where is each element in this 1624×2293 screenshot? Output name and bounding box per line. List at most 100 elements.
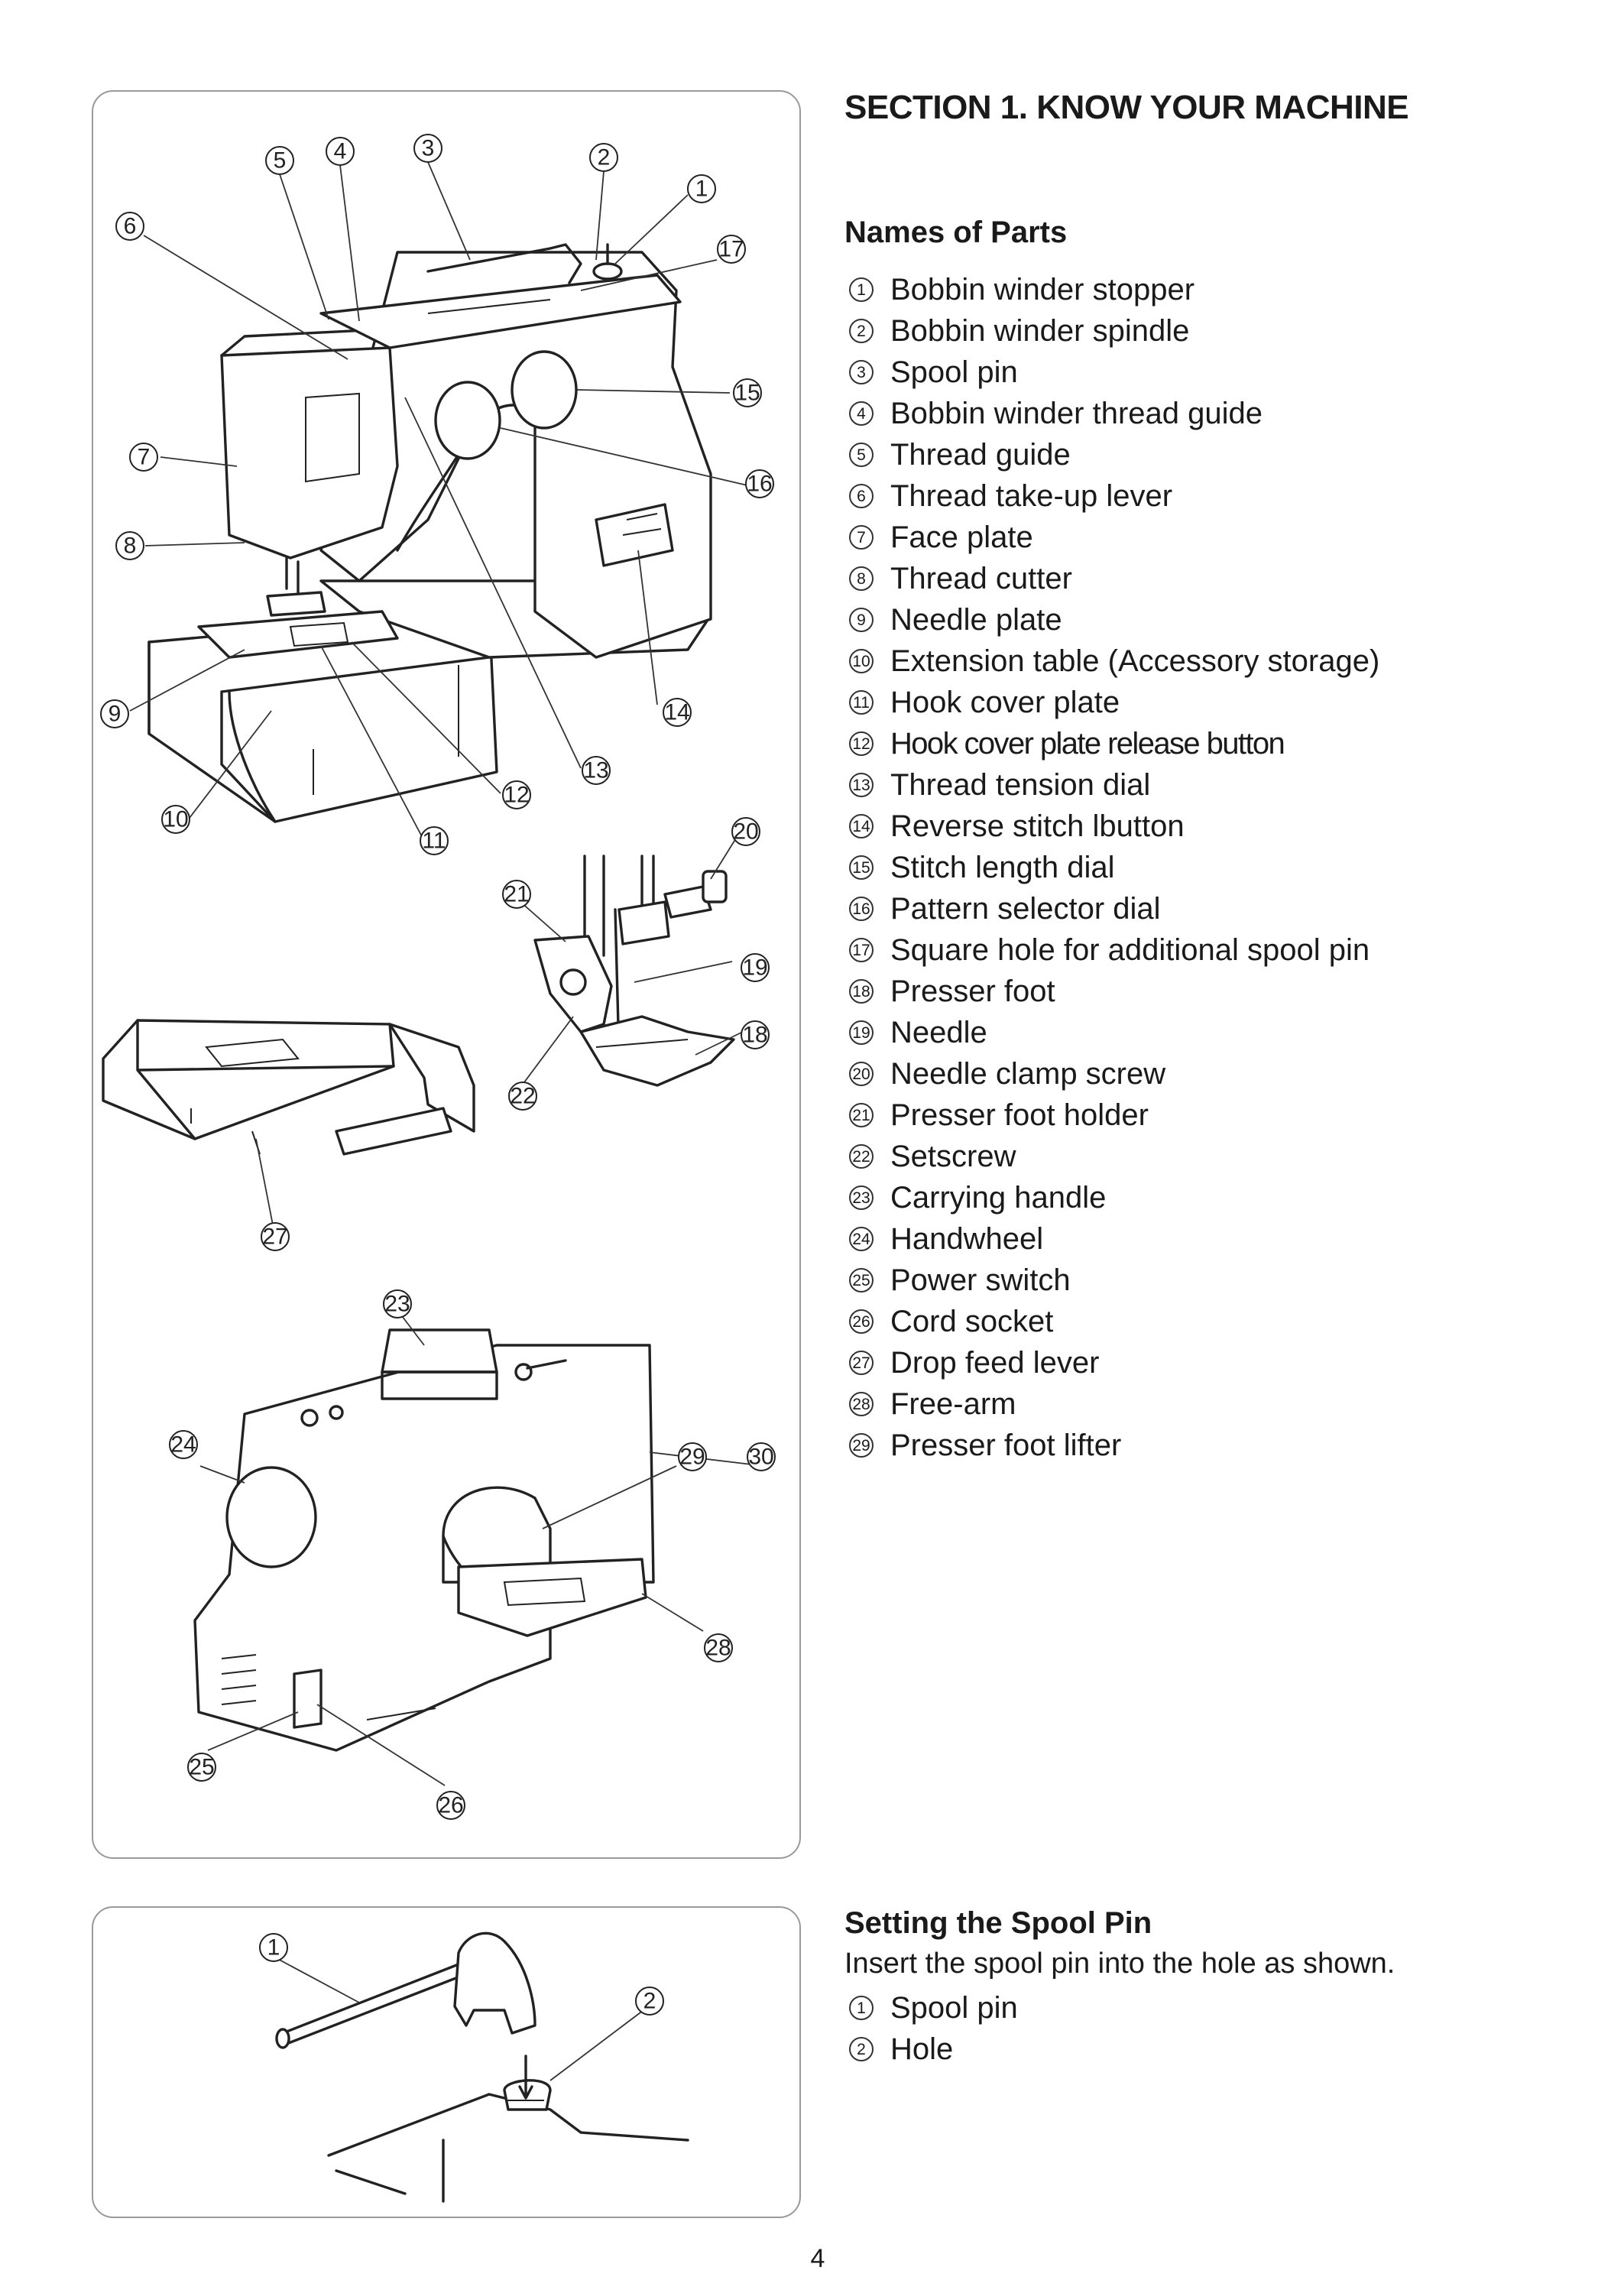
part-number-badge: 1	[849, 277, 874, 302]
setting-spool-pin-heading: Setting the Spool Pin	[844, 1906, 1152, 1940]
setting-spool-pin-description: Insert the spool pin into the hole as sh…	[844, 1948, 1395, 1980]
svg-text:6: 6	[124, 214, 137, 239]
part-label: Needle clamp screw	[890, 1057, 1166, 1091]
part-label: Cord socket	[890, 1305, 1054, 1338]
part-number-badge: 24	[849, 1227, 874, 1251]
part-item: 12 Hook cover plate release button	[844, 723, 1571, 764]
svg-text:19: 19	[742, 955, 767, 981]
callout-10: 10	[161, 805, 190, 834]
part-number-badge: 19	[849, 1020, 874, 1045]
svg-text:8: 8	[124, 534, 137, 559]
svg-text:30: 30	[748, 1445, 773, 1470]
part-number-badge: 21	[849, 1103, 874, 1127]
svg-text:4: 4	[334, 139, 347, 164]
part-label: Carrying handle	[890, 1181, 1107, 1215]
part-label: Thread take-up lever	[890, 479, 1173, 513]
callout-23: 23	[383, 1289, 412, 1318]
figure-callouts: 5 4 3 2 1 6 17 15 7 16 8 9 14 13 12 10 1…	[100, 134, 776, 1820]
machine-rear-illustration	[193, 1328, 655, 1752]
svg-text:20: 20	[733, 819, 758, 845]
callout-8: 8	[115, 531, 144, 560]
part-number-badge: 18	[849, 979, 874, 1004]
part-label: Spool pin	[890, 1991, 1018, 2025]
spool-part-item: 1 Spool pin	[844, 1987, 1571, 2029]
part-number-badge: 12	[849, 731, 874, 756]
part-item: 10 Extension table (Accessory storage)	[844, 641, 1571, 682]
part-number-badge: 22	[849, 1144, 874, 1169]
part-number-badge: 8	[849, 566, 874, 591]
part-label: Face plate	[890, 521, 1033, 554]
svg-text:13: 13	[583, 758, 608, 783]
page-number: 4	[810, 2244, 825, 2273]
svg-text:29: 29	[679, 1445, 705, 1470]
part-number-badge: 4	[849, 401, 874, 426]
svg-text:14: 14	[664, 700, 689, 725]
part-number-badge: 9	[849, 608, 874, 632]
part-number-badge: 25	[849, 1268, 874, 1292]
svg-text:16: 16	[747, 472, 772, 497]
part-number-badge: 1	[849, 1996, 874, 2020]
part-number-badge: 10	[849, 649, 874, 673]
callout-16: 16	[745, 469, 774, 498]
part-label: Bobbin winder thread guide	[890, 397, 1263, 430]
part-label: Thread cutter	[890, 562, 1072, 595]
svg-text:12: 12	[504, 783, 529, 808]
part-label: Bobbin winder stopper	[890, 273, 1195, 306]
part-item: 16 Pattern selector dial	[844, 888, 1571, 929]
part-item: 22 Setscrew	[844, 1136, 1571, 1177]
part-item: 15 Stitch length dial	[844, 847, 1571, 888]
part-number-badge: 13	[849, 773, 874, 797]
part-label: Pattern selector dial	[890, 892, 1161, 926]
spool-callouts: 1 2	[259, 1933, 664, 2016]
svg-text:1: 1	[267, 1935, 280, 1961]
callout-21: 21	[502, 880, 531, 909]
part-label: Extension table (Accessory storage)	[890, 644, 1380, 678]
part-number-badge: 14	[849, 814, 874, 838]
callout-14: 14	[663, 698, 692, 727]
svg-text:5: 5	[274, 148, 287, 174]
part-label: Stitch length dial	[890, 851, 1115, 884]
spool-pin-illustration-panel	[92, 1906, 801, 2218]
part-label: Presser foot holder	[890, 1098, 1149, 1132]
svg-text:27: 27	[262, 1224, 287, 1250]
presser-foot-illustration	[533, 855, 735, 1087]
callout-15: 15	[733, 378, 762, 407]
svg-text:17: 17	[718, 237, 744, 262]
svg-text:25: 25	[189, 1755, 214, 1780]
part-label: Reverse stitch lbutton	[890, 809, 1185, 843]
part-label: Hook cover plate release button	[890, 727, 1285, 761]
names-of-parts-heading: Names of Parts	[844, 216, 1068, 249]
part-label: Bobbin winder spindle	[890, 314, 1190, 348]
part-label: Hook cover plate	[890, 686, 1120, 719]
svg-text:1: 1	[695, 177, 708, 202]
part-label: Needle	[890, 1016, 987, 1049]
part-number-badge: 17	[849, 938, 874, 962]
part-label: Drop feed lever	[890, 1346, 1100, 1380]
callout-2: 2	[589, 143, 618, 172]
section-title: SECTION 1. KNOW YOUR MACHINE	[844, 89, 1409, 126]
svg-text:9: 9	[109, 702, 122, 727]
callout-5: 5	[265, 146, 294, 175]
callout-29: 29	[678, 1442, 707, 1471]
part-label: Hole	[890, 2032, 954, 2066]
part-number-badge: 28	[849, 1392, 874, 1416]
svg-text:21: 21	[504, 882, 529, 907]
part-number-badge: 15	[849, 855, 874, 880]
part-label: Free-arm	[890, 1387, 1016, 1421]
part-item: 21 Presser foot holder	[844, 1095, 1571, 1136]
part-label: Setscrew	[890, 1140, 1016, 1173]
part-number-badge: 16	[849, 897, 874, 921]
part-number-badge: 20	[849, 1062, 874, 1086]
